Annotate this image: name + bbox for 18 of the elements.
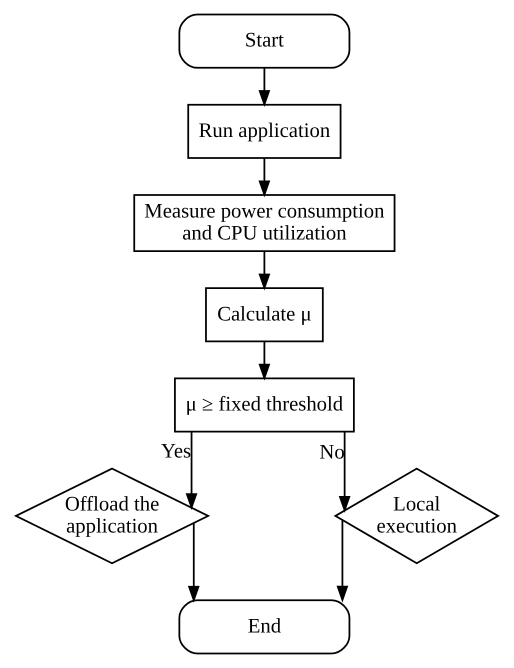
node-box: μ ≥ fixed threshold bbox=[174, 377, 355, 432]
node-box: Measure power consumption and CPU utilization bbox=[133, 194, 396, 252]
arrow bbox=[188, 523, 200, 603]
node-box: Run application bbox=[187, 104, 342, 159]
node-diamond: Local execution bbox=[334, 468, 500, 564]
node-diamond: Offload the application bbox=[14, 468, 210, 564]
arrow bbox=[336, 520, 348, 603]
arrow bbox=[186, 432, 198, 510]
arrow bbox=[258, 252, 270, 291]
arrow bbox=[258, 342, 270, 381]
node-box: Start bbox=[178, 14, 350, 69]
edge-label: No bbox=[319, 442, 345, 464]
arrow bbox=[258, 68, 270, 107]
node-box: End bbox=[178, 599, 350, 654]
edge-label: Yes bbox=[160, 440, 192, 462]
node-box: Calculate μ bbox=[205, 287, 324, 342]
arrow bbox=[338, 432, 351, 513]
arrow bbox=[258, 158, 270, 198]
